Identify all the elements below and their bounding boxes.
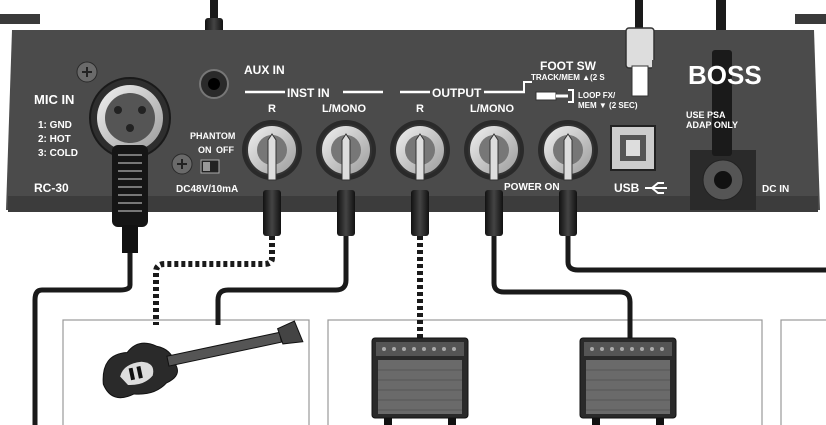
phantom-spec-label: DC48V/10mA <box>176 184 238 195</box>
guitar-amp-left-icon <box>371 337 469 425</box>
psa-line1: USE PSA <box>686 110 726 120</box>
phantom-label: PHANTOM <box>190 131 235 141</box>
dc-in-jack[interactable] <box>690 150 756 210</box>
mic-in-label: MIC IN <box>34 92 74 107</box>
foot-sw-label: FOOT SW <box>540 59 597 73</box>
foot-sw-line1: TRACK/MEM ▲(2 S <box>531 73 605 82</box>
inst-in-label: INST IN <box>287 86 330 100</box>
guitar-cable-r <box>153 236 275 325</box>
phantom-off-label: OFF <box>216 145 234 155</box>
screw-icon <box>171 153 193 175</box>
foot-sw-line2: LOOP FX/ <box>578 91 616 100</box>
xlr-plug <box>112 145 148 253</box>
jack-plugs <box>263 133 577 236</box>
guitar-amp-right-icon <box>579 337 677 425</box>
mic-cable <box>32 253 133 425</box>
cables <box>32 236 826 425</box>
panel-labels: MIC IN 1: GND 2: HOT 3: COLD RC-30 PHANT… <box>34 59 789 195</box>
usb-icon <box>645 182 667 194</box>
usb-cable <box>635 0 643 30</box>
aux-in-label: AUX IN <box>244 63 285 77</box>
extra-box <box>780 319 826 425</box>
screw-icon <box>76 61 98 83</box>
phantom-on-label: ON <box>198 145 212 155</box>
xlr-pin-1: 1: GND <box>38 120 72 131</box>
boss-logo: BOSS <box>688 60 762 90</box>
usb-plug <box>625 27 655 97</box>
usb-label: USB <box>614 181 640 195</box>
power-on-label: POWER ON <box>504 182 560 193</box>
foot-switch-plug-icon <box>535 89 574 103</box>
xlr-pin-3: 3: COLD <box>38 148 78 159</box>
dc-in-label: DC IN <box>762 184 789 195</box>
usb-port[interactable] <box>610 125 656 171</box>
inst-r-label: R <box>268 103 276 115</box>
amp-cable-l <box>491 236 633 345</box>
output-label: OUTPUT <box>432 86 482 100</box>
psa-line2: ADAP ONLY <box>686 120 738 130</box>
out-l-label: L/MONO <box>470 103 514 115</box>
inst-l-label: L/MONO <box>322 103 366 115</box>
aux-in-jack[interactable] <box>199 69 229 99</box>
foot-sw-cable <box>565 236 826 273</box>
mic-in-xlr-jack[interactable] <box>89 77 171 159</box>
electric-guitar-icon <box>102 320 304 399</box>
guitar-cable-l <box>215 236 349 325</box>
out-r-label: R <box>416 103 424 115</box>
dc-plug <box>712 50 732 156</box>
foot-sw-line3: MEM ▼ (2 SEC) <box>578 101 638 110</box>
xlr-pin-2: 2: HOT <box>38 134 71 145</box>
model-label: RC-30 <box>34 181 69 195</box>
rc30-panel <box>0 14 826 253</box>
